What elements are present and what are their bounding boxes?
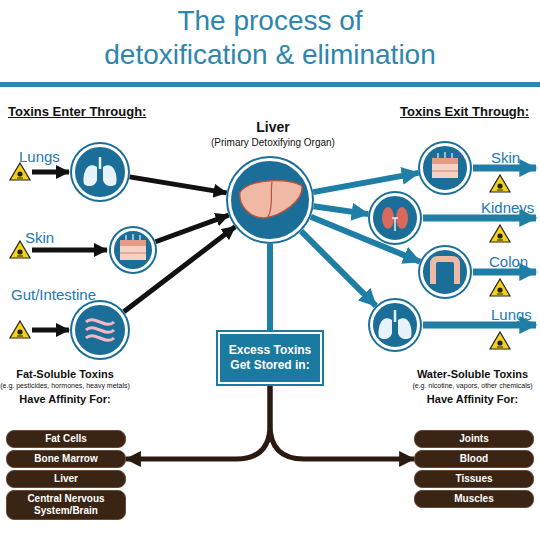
tissue-box: Bone Marrow [6,450,126,468]
node-text: Liver [11,473,121,485]
node-text: Tissues [419,473,529,485]
flow-arrow [126,384,270,459]
organ-circle: Liver(Primary Detoxifying Organ) [228,158,312,242]
tissue-box: Muscles [414,490,534,508]
note-label: (e.g. nicotine, vapors, other chemicals) [405,382,540,389]
tissue-box: Fat Cells [6,430,126,448]
node-text: Joints [419,433,529,445]
note-label: (e.g. pesticides, hormones, heavy metals… [0,382,130,389]
flow-arrow [267,244,273,332]
note-label: Have Affinity For: [405,393,540,405]
node-text: Skin [491,149,540,166]
note-label: Water-Soluble Toxins [405,368,540,380]
hazard-symbol [10,321,30,338]
tissue-box: Tissues [414,470,534,488]
flow-arrow [313,173,418,192]
title-rule [0,82,540,87]
intake-arrow [32,328,69,333]
node-text: Fat Cells [11,433,121,445]
note-label: Toxins Enter Through: [8,104,178,119]
hazard-symbol [490,175,510,192]
flow-arrow [270,384,414,459]
tissue-box: Blood [414,450,534,468]
node-text: Bone Marrow [11,453,121,465]
node-text: Lungs [491,306,540,323]
node-text: (Primary Detoxifying Organ) [183,137,363,149]
hazard-symbol [490,225,510,242]
hazard-symbol [490,279,510,296]
node-text: Kidneys [481,199,540,216]
note-label: Have Affinity For: [0,393,130,405]
node-text: Blood [419,453,529,465]
flow-arrow [314,206,369,214]
node-text: Lungs [19,148,79,165]
node-text: Skin [25,229,85,246]
tissue-box: Liver [6,470,126,488]
intake-arrow [32,170,69,175]
node-text: Colon [489,253,540,270]
hazard-symbol [10,163,30,180]
organ-circle: Skin [420,143,470,193]
node-text: Central Nervous System/Brain [11,493,121,517]
tissue-box: Joints [414,430,534,448]
node-text: Muscles [419,493,529,505]
organ-circle: Lungs [72,144,128,200]
organ-circle: Colon [420,247,470,297]
organ-circle: Kidneys [370,193,420,243]
hazard-symbol [490,332,510,349]
organ-circle: Lungs [370,300,420,350]
flow-arrow [301,231,376,306]
flow-arrow [130,177,227,193]
storage-box: Excess Toxins Get Stored in: [218,332,322,384]
note-label: Fat-Soluble Toxins [0,368,130,380]
organ-circle: Gut/Intestine [72,302,128,358]
tissue-box: Central Nervous System/Brain [6,490,126,520]
node-text: Gut/Intestine [11,286,111,303]
node-text: Excess Toxins Get Stored in: [223,343,317,373]
node-text: Liver [223,119,323,135]
intake-arrow [32,248,107,253]
note-label: Toxins Exit Through: [400,104,540,119]
diagram-title: The process of detoxification & eliminat… [100,4,440,72]
organ-circle: Skin [111,228,155,272]
